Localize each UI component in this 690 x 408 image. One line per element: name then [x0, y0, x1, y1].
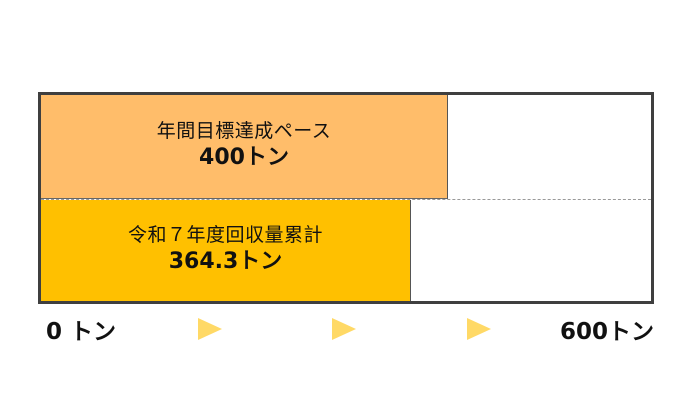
axis-min-label: 0 トン	[46, 319, 117, 345]
arrow-right-icon	[198, 318, 222, 340]
annual-target-pace-bar: 年間目標達成ペース 400トン	[41, 95, 448, 199]
cumulative-collection-value: 364.3トン	[168, 248, 283, 274]
arrow-right-icon	[332, 318, 356, 340]
dashed-divider	[41, 199, 651, 200]
cumulative-collection-label: 令和７年度回収量累計	[127, 223, 323, 246]
annual-target-pace-value: 400トン	[199, 144, 289, 170]
arrow-right-icon	[467, 318, 491, 340]
axis-max-label: 600トン	[559, 319, 654, 345]
cumulative-collection-bar: 令和７年度回収量累計 364.3トン	[41, 200, 411, 301]
x-axis: 0 トン 600トン	[38, 312, 654, 346]
progress-chart-frame: 年間目標達成ペース 400トン 令和７年度回収量累計 364.3トン	[38, 92, 654, 304]
annual-target-pace-label: 年間目標達成ペース	[156, 119, 332, 142]
